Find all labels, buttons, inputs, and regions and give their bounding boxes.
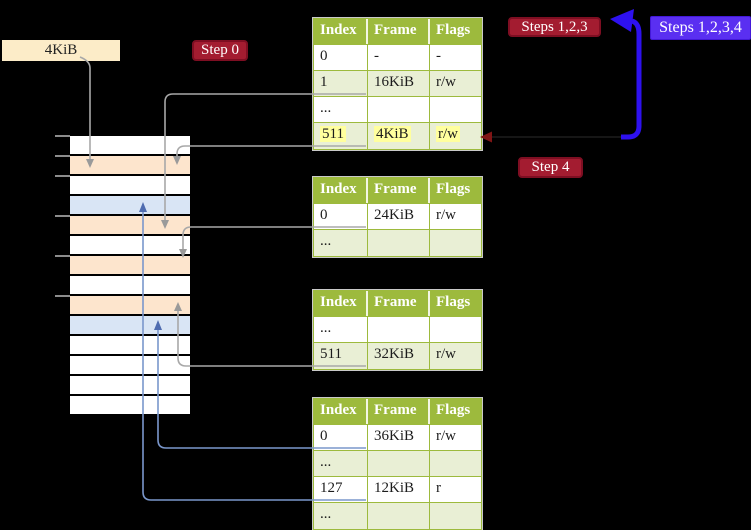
ram-row — [70, 356, 190, 374]
flags-cell — [430, 317, 481, 342]
index-cell: ... — [314, 97, 368, 122]
index-cell: 1 — [314, 71, 368, 96]
index-cell: 0 — [314, 425, 368, 450]
column-header-frame: Frame — [368, 399, 430, 424]
ram-tick-marks — [55, 135, 70, 297]
arrow-steps-big-blue — [610, 9, 642, 140]
frame-cell: 24KiB — [368, 204, 430, 229]
ram-row — [70, 256, 190, 274]
ram-row — [70, 296, 190, 314]
flags-cell — [430, 97, 481, 122]
flags-cell: r — [436, 480, 441, 496]
badge-steps-123: Steps 1,2,3 — [508, 17, 601, 37]
flags-cell — [430, 230, 481, 256]
table-header-row: Index Frame Flags — [314, 399, 481, 425]
index-cell: 511 — [314, 343, 368, 369]
arrow-steps-into-row511 — [480, 131, 621, 143]
index-cell: ... — [314, 503, 368, 529]
table-row: ... — [314, 451, 481, 477]
frame-cell — [368, 317, 430, 342]
badge-step-4: Step 4 — [518, 157, 583, 178]
column-header-index: Index — [314, 178, 368, 203]
ram-row — [70, 216, 190, 234]
index-cell: 0 — [314, 45, 368, 70]
ram-row — [70, 336, 190, 354]
frame-cell: 12KiB — [368, 477, 430, 502]
index-cell: 511 — [314, 123, 368, 149]
table-row: ... — [314, 230, 481, 256]
frame-cell: 16KiB — [368, 71, 430, 96]
frame-cell — [368, 97, 430, 122]
flags-cell: - — [436, 48, 441, 64]
ram-row — [70, 196, 190, 214]
flags-cell: r/w — [436, 428, 456, 444]
badge-step-0: Step 0 — [192, 40, 248, 61]
frame-cell: 36KiB — [368, 425, 430, 450]
frame-size-box: 4KiB — [2, 40, 120, 61]
flags-cell: r/w — [436, 207, 456, 223]
frame-cell: - — [368, 45, 430, 70]
index-cell: 127 — [314, 477, 368, 502]
index-cell: ... — [314, 317, 368, 342]
column-header-frame: Frame — [368, 291, 430, 316]
column-header-frame: Frame — [368, 178, 430, 203]
table-row: 0 - - — [314, 45, 481, 71]
column-header-index: Index — [314, 399, 368, 424]
flags-cell — [430, 503, 481, 529]
ram-row — [70, 136, 190, 154]
frame-cell — [368, 503, 430, 529]
flags-cell: r/w — [436, 346, 456, 362]
index-cell: 0 — [314, 204, 368, 229]
table-row-highlighted: 511 4KiB r/w — [314, 123, 481, 149]
table-row: 1 16KiB r/w — [314, 71, 481, 97]
physical-memory-column — [70, 136, 190, 414]
page-table-1: Index Frame Flags 0 - - 1 16KiB r/w ... … — [313, 18, 482, 150]
index-cell: ... — [314, 451, 368, 476]
page-table-4: Index Frame Flags 0 36KiB r/w ... 127 12… — [313, 398, 482, 530]
column-header-flags: Flags — [430, 178, 481, 203]
table-row: ... — [314, 503, 481, 529]
flags-cell: r/w — [436, 126, 460, 142]
table-row: 127 12KiB r — [314, 477, 481, 503]
ram-row — [70, 276, 190, 294]
frame-cell — [368, 451, 430, 476]
table-header-row: Index Frame Flags — [314, 19, 481, 45]
frame-cell: 4KiB — [368, 123, 430, 149]
flags-cell: r/w — [436, 74, 456, 90]
column-header-index: Index — [314, 19, 368, 44]
page-table-3: Index Frame Flags ... 511 32KiB r/w — [313, 290, 482, 370]
page-table-2: Index Frame Flags 0 24KiB r/w ... — [313, 177, 482, 257]
table-row: 0 24KiB r/w — [314, 204, 481, 230]
column-header-flags: Flags — [430, 19, 481, 44]
column-header-flags: Flags — [430, 291, 481, 316]
frame-cell — [368, 230, 430, 256]
ram-row — [70, 396, 190, 414]
ram-row — [70, 236, 190, 254]
table-header-row: Index Frame Flags — [314, 178, 481, 204]
column-header-index: Index — [314, 291, 368, 316]
index-cell: ... — [314, 230, 368, 256]
table-row: ... — [314, 97, 481, 123]
column-header-flags: Flags — [430, 399, 481, 424]
ram-row — [70, 376, 190, 394]
badge-steps-1234: Steps 1,2,3,4 — [650, 16, 751, 40]
frame-cell: 32KiB — [368, 343, 430, 369]
flags-cell — [430, 451, 481, 476]
table-row: 511 32KiB r/w — [314, 343, 481, 369]
table-row: ... — [314, 317, 481, 343]
ram-row — [70, 156, 190, 174]
table-header-row: Index Frame Flags — [314, 291, 481, 317]
ram-row — [70, 176, 190, 194]
ram-row — [70, 316, 190, 334]
column-header-frame: Frame — [368, 19, 430, 44]
table-row: 0 36KiB r/w — [314, 425, 481, 451]
